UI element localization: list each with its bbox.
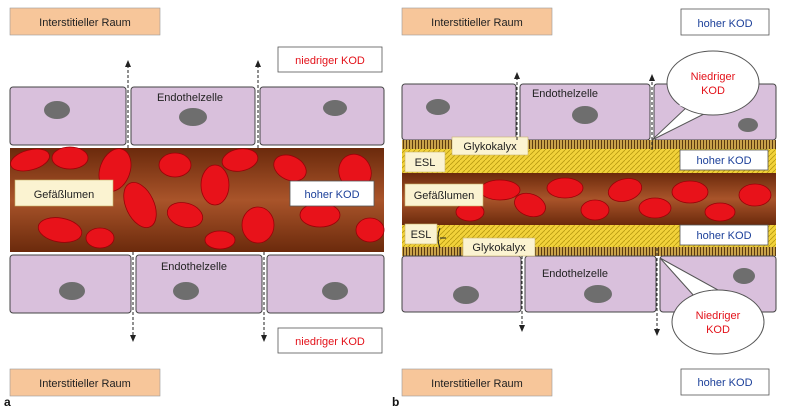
panel-letter-a: a (4, 395, 11, 409)
glyko-label-bottom: Glykokalyx (472, 242, 526, 254)
red-blood-cells (455, 177, 772, 222)
endothel-label-bottom: Endothelzelle (542, 268, 608, 280)
kod-high-esl-label-top: hoher KOD (696, 155, 751, 167)
nucleus (59, 282, 85, 300)
glyko-label-top: Glykokalyx (463, 141, 517, 153)
interstitial-label-top: Interstitieller Raum (39, 17, 131, 29)
kod-high-box-bottom (680, 368, 770, 396)
glyko-box-top (451, 136, 529, 156)
esl-box-bottom (404, 223, 438, 245)
interstitial-box-bottom (401, 368, 553, 397)
kod-high-box (289, 180, 375, 207)
lumen-box (14, 179, 114, 207)
interstitial-box-top (401, 7, 553, 36)
nucleus (733, 268, 755, 284)
lumen-label: Gefäßlumen (414, 190, 475, 202)
esl-bracket (437, 227, 446, 249)
nucleus (738, 118, 758, 132)
kod-high-box-top (680, 8, 770, 36)
glycocalyx-layer-bottom (402, 247, 776, 256)
endothel-label-top: Endothelzelle (157, 92, 223, 104)
nucleus (44, 101, 70, 119)
bubble-bottom-line2: KOD (706, 324, 730, 336)
kod-low-box-bottom (277, 327, 383, 354)
kod-high-label: hoher KOD (304, 189, 359, 201)
interstitial-box-bottom (9, 368, 161, 397)
endothel-cell (266, 254, 385, 314)
nucleus (572, 106, 598, 124)
endothel-label-top: Endothelzelle (532, 88, 598, 100)
kod-high-esl-label-bottom: hoher KOD (696, 230, 751, 242)
endothel-cell (401, 83, 517, 141)
kod-low-label-bottom: niedriger KOD (295, 336, 365, 348)
interstitial-label-bottom: Interstitieller Raum (39, 378, 131, 390)
kod-high-label-bottom: hoher KOD (697, 377, 752, 389)
kod-high-esl-box-bottom (679, 224, 769, 246)
arrowheads-panel-a (125, 60, 267, 342)
kod-high-esl-box-top (679, 149, 769, 171)
nucleus (426, 99, 450, 115)
kod-low-label-top: niedriger KOD (295, 55, 365, 67)
bubble-top-line2: KOD (701, 85, 725, 97)
endothel-label-bottom: Endothelzelle (161, 261, 227, 273)
endothel-cell (259, 86, 385, 146)
interstitial-box-top (9, 7, 161, 36)
bubble-top-line1: Niedriger (691, 71, 736, 83)
panel-b: Interstitieller Raum hoher KOD Endothelz… (392, 7, 777, 409)
nucleus (179, 108, 207, 126)
esl-box-top (404, 151, 446, 173)
endothel-cell (9, 86, 127, 146)
panel-letter-b: b (392, 395, 399, 409)
esl-label-bottom: ESL (411, 229, 432, 241)
endothel-cell (401, 255, 522, 313)
arrows-panel-b (516, 78, 658, 330)
kod-high-label-top: hoher KOD (697, 18, 752, 30)
endothel-cell (135, 254, 263, 314)
nucleus (584, 285, 612, 303)
lumen-label: Gefäßlumen (34, 189, 95, 201)
speech-bubble-bottom: Niedriger KOD (659, 257, 765, 355)
nucleus (323, 100, 347, 116)
arrowheads-panel-b (514, 72, 660, 336)
speech-bubble-top: Niedriger KOD (651, 50, 760, 141)
lumen-box (404, 183, 484, 207)
endothel-cell (524, 255, 657, 313)
nucleus (453, 286, 479, 304)
nucleus (173, 282, 199, 300)
panel-a: Interstitieller Raum niedriger KOD Endot… (4, 7, 385, 409)
bubble-bottom-line1: Niedriger (696, 310, 741, 322)
arrows-panel-a (127, 66, 265, 336)
interstitial-label-top: Interstitieller Raum (431, 17, 523, 29)
esl-label-top: ESL (415, 157, 436, 169)
glyko-box-bottom (462, 237, 536, 257)
kod-low-box-top (277, 46, 383, 73)
nucleus (322, 282, 348, 300)
interstitial-label-bottom: Interstitieller Raum (431, 378, 523, 390)
glycocalyx-layer-top (402, 140, 776, 149)
